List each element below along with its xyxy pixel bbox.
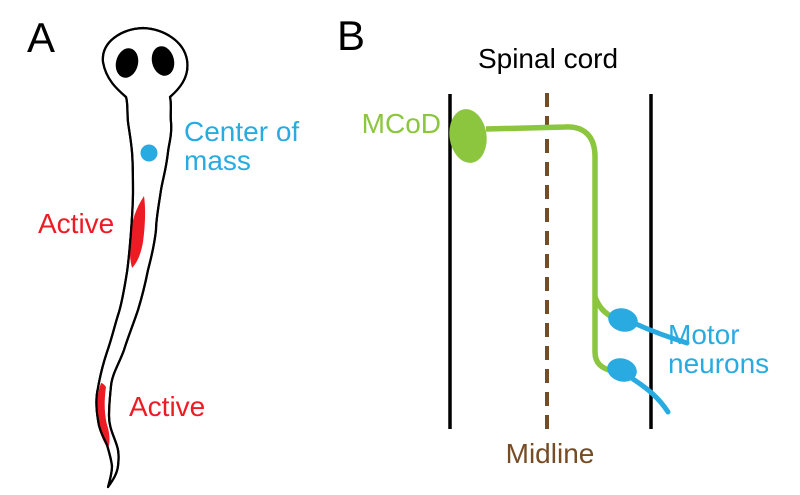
motor-neuron-upper-axon (633, 321, 690, 346)
motor-neuron-upper (608, 308, 638, 332)
center-of-mass-label-line1: Center of (184, 116, 299, 147)
panel-a: A Center of mass Active Active (27, 14, 299, 489)
active-region-upper (129, 196, 146, 268)
active-label-lower: Active (129, 391, 205, 422)
active-region-lower (96, 383, 110, 449)
fish-outline (95, 26, 189, 489)
midline-label: Midline (506, 438, 595, 469)
panel-b-letter: B (337, 12, 365, 59)
motor-neurons-label-line2: neurons (668, 348, 769, 379)
motor-neuron-lower-axon (630, 376, 671, 415)
panel-a-letter: A (27, 14, 55, 61)
mcod-label: MCoD (362, 108, 441, 139)
center-of-mass-dot (140, 144, 158, 162)
motor-neurons-label-line1: Motor (668, 319, 740, 350)
motor-neuron-lower (607, 358, 637, 382)
spinal-cord-title: Spinal cord (478, 43, 618, 74)
panel-b: B Spinal cord MCoD Midline Motor neurons (337, 12, 769, 469)
center-of-mass-label-line2: mass (184, 145, 251, 176)
mcod-cell-body (449, 109, 487, 163)
active-label-upper: Active (38, 208, 114, 239)
fish-eye-right (151, 46, 175, 76)
fish-eye-left (115, 48, 139, 78)
mcod-axon (485, 124, 613, 374)
